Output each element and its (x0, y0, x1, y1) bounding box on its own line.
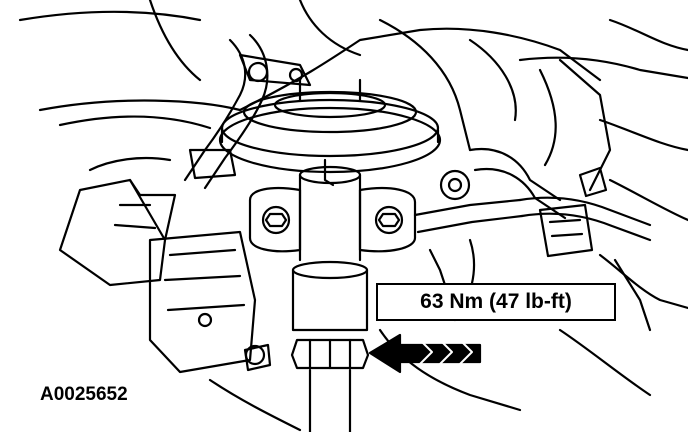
diaphragm-housing (218, 78, 442, 174)
background-engine-parts (18, 0, 688, 222)
torque-spec-callout: 63 Nm (47 lb-ft) (376, 283, 616, 321)
lower-left-mount (148, 230, 272, 374)
lower-right-frame (208, 328, 652, 432)
right-hoses (413, 147, 688, 332)
upper-left-hose (183, 33, 312, 190)
sensor-body (248, 158, 417, 262)
figure-id-label: A0025652 (40, 384, 128, 405)
pointer-arrow (368, 333, 482, 374)
sensor-fitting (290, 260, 370, 432)
left-bracket (58, 178, 177, 287)
